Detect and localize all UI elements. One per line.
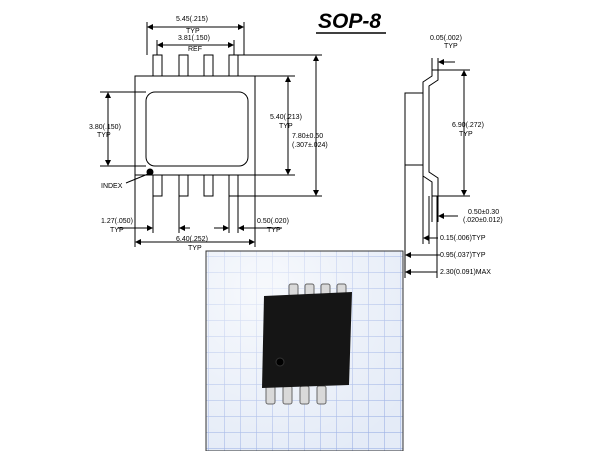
dim-lead-offset: 0.95(.037)TYP xyxy=(440,252,486,259)
side-lead xyxy=(422,69,439,197)
photo-pin1-dot xyxy=(275,357,285,367)
dim-body-width-sub: TYP xyxy=(97,132,111,139)
dim-lead-thickness-sub: TYP xyxy=(444,43,458,50)
dim-lead-thickness: 0.05(.002) xyxy=(430,35,462,42)
dim-lead-span: 3.81(.150) xyxy=(178,35,210,42)
dim-body-height: 5.40(.213) xyxy=(270,114,302,121)
dim-overall-width-sub: TYP xyxy=(188,245,202,252)
chip-photo xyxy=(205,250,404,451)
dim-width-total-sub: TYP xyxy=(186,28,200,35)
dim-width-total: 5.45(.215) xyxy=(176,16,208,23)
top-view xyxy=(100,22,322,247)
photo-lead xyxy=(316,385,327,405)
lead-bottom-1 xyxy=(152,171,163,197)
dim-overall-width: 6.40(.252) xyxy=(176,236,208,243)
dim-foot-length: 0.50±0.30 xyxy=(468,209,499,216)
index-dot xyxy=(146,168,154,176)
side-view xyxy=(404,58,470,278)
photo-lead xyxy=(288,283,299,297)
side-body xyxy=(404,92,424,166)
title: SOP-8 xyxy=(318,10,381,33)
dim-overall-height-sub: (.307±.024) xyxy=(292,142,328,149)
lead-top-4 xyxy=(228,54,239,80)
dim-overall-height: 7.80±0.60 xyxy=(292,133,323,140)
lead-top-1 xyxy=(152,54,163,80)
dim-body-height-sub: TYP xyxy=(279,123,293,130)
dim-lead-width: 0.50(.020) xyxy=(257,218,289,225)
package-body-outline xyxy=(134,75,256,176)
photo-chip-body xyxy=(262,292,352,388)
dim-max-height: 2.30(0.091)MAX xyxy=(440,269,491,276)
dim-pitch: 1.27(.050) xyxy=(101,218,133,225)
photo-lead xyxy=(299,385,310,405)
dim-body-width: 3.80(.150) xyxy=(89,124,121,131)
photo-lead xyxy=(265,385,276,405)
dim-foot-length-sub: (.020±0.012) xyxy=(463,217,503,224)
lead-top-3 xyxy=(203,54,214,80)
lead-bottom-2 xyxy=(178,171,189,197)
index-label: INDEX xyxy=(101,183,123,190)
dim-standoff: 0.15(.006)TYP xyxy=(440,235,486,242)
index-leader xyxy=(125,173,149,184)
photo-lead xyxy=(282,385,293,405)
dim-body-length: 6.90(.272) xyxy=(452,122,484,129)
dim-lead-width-sub: TYP xyxy=(267,227,281,234)
package-body-inner xyxy=(145,91,249,167)
lead-bottom-4 xyxy=(228,171,239,197)
dim-body-length-sub: TYP xyxy=(459,131,473,138)
lead-top-2 xyxy=(178,54,189,80)
dim-pitch-sub: TYP xyxy=(110,227,124,234)
dim-lead-span-sub: REF xyxy=(188,46,202,53)
lead-bottom-3 xyxy=(203,171,214,197)
